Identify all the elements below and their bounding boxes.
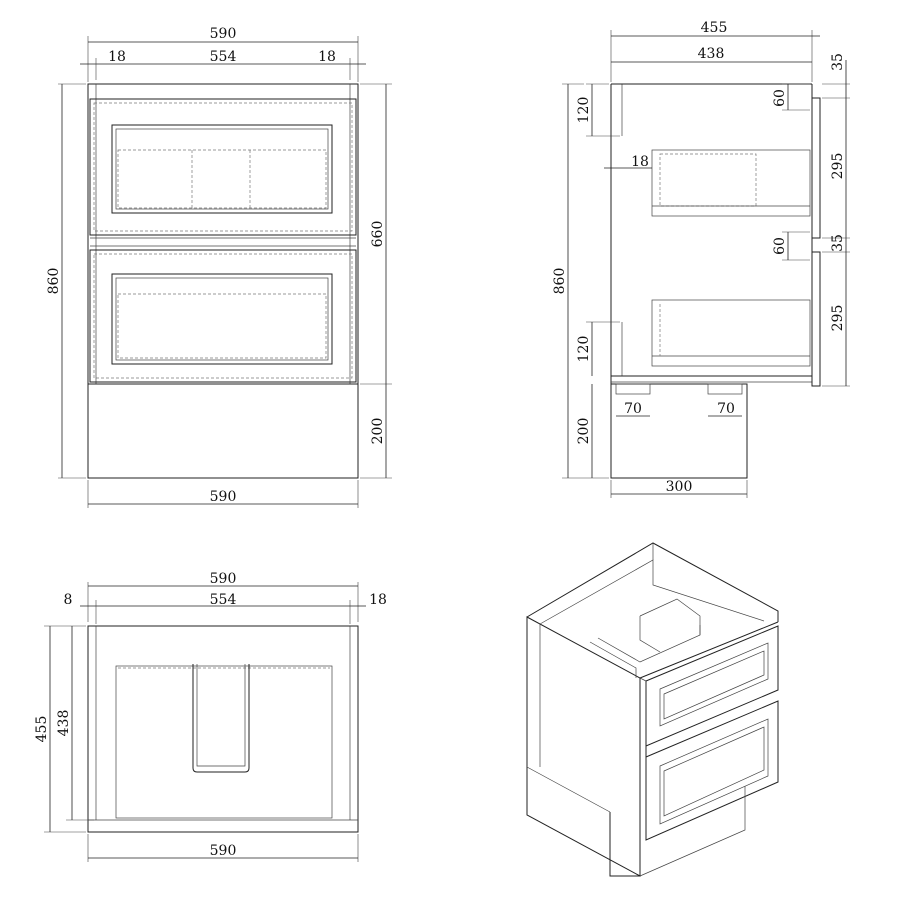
plan-overall-width-label: 590 bbox=[210, 571, 237, 587]
side-drawer-box-1 bbox=[651, 149, 811, 217]
front-drawer-1-panel bbox=[111, 124, 333, 214]
side-inner-depth-label: 438 bbox=[698, 46, 725, 62]
side-drawer-box-2 bbox=[651, 299, 811, 367]
plan-view: 590 8 554 18 455 438 590 bbox=[34, 571, 387, 862]
front-drawer-2 bbox=[89, 249, 357, 383]
side-foot-right-label: 70 bbox=[717, 401, 735, 417]
front-side-right-label: 18 bbox=[318, 49, 336, 65]
side-bottom-gap-label: 120 bbox=[576, 336, 592, 363]
front-bottom-width-label: 590 bbox=[210, 489, 237, 505]
side-plinth bbox=[610, 383, 748, 479]
front-overall-width-label: 590 bbox=[210, 26, 237, 42]
plan-carcass-outline bbox=[87, 625, 359, 833]
front-side-left-label: 18 bbox=[108, 49, 126, 65]
side-gap60-mid-label: 60 bbox=[772, 237, 788, 255]
front-drawer-1 bbox=[89, 98, 357, 236]
front-inner-width-label: 554 bbox=[210, 49, 237, 65]
side-top-rail-label: 35 bbox=[830, 53, 846, 71]
front-drawer-2-panel bbox=[111, 273, 333, 365]
plan-cutout bbox=[192, 664, 250, 773]
side-plinth-depth-label: 300 bbox=[666, 479, 693, 495]
plan-inner-depth-label: 438 bbox=[56, 710, 72, 737]
plan-left-thk-label: 8 bbox=[64, 592, 73, 608]
isometric-view bbox=[526, 542, 779, 877]
side-foot-left-label: 70 bbox=[624, 401, 642, 417]
front-view: 590 18 554 18 860 660 200 590 bbox=[46, 26, 392, 508]
front-plinth-label: 200 bbox=[370, 418, 386, 445]
iso-side-panel bbox=[526, 616, 641, 877]
plan-drawer-box bbox=[115, 665, 333, 819]
side-gap60-top-label: 60 bbox=[772, 89, 788, 107]
side-top-gap-label: 120 bbox=[576, 97, 592, 124]
side-height-label: 860 bbox=[552, 268, 568, 295]
front-drawer-height-label: 660 bbox=[370, 221, 386, 248]
plan-right-thk-label: 18 bbox=[369, 592, 387, 608]
plan-depth-label: 455 bbox=[34, 716, 50, 743]
side-view: 455 438 120 18 860 120 200 70 70 300 bbox=[552, 20, 850, 498]
side-rail-mid-label: 35 bbox=[830, 234, 846, 252]
iso-drawer-1 bbox=[645, 625, 779, 747]
plan-bottom-width-label: 590 bbox=[210, 843, 237, 859]
side-depth-label: 455 bbox=[701, 20, 728, 36]
plan-inner-width-label: 554 bbox=[210, 592, 237, 608]
front-height-label: 860 bbox=[46, 268, 62, 295]
side-plinth-label: 200 bbox=[576, 418, 592, 445]
front-carcass-outline bbox=[87, 83, 359, 479]
side-drawer1-label: 295 bbox=[830, 153, 846, 180]
side-gap18-label: 18 bbox=[631, 154, 649, 170]
side-drawer2-label: 295 bbox=[830, 305, 846, 332]
